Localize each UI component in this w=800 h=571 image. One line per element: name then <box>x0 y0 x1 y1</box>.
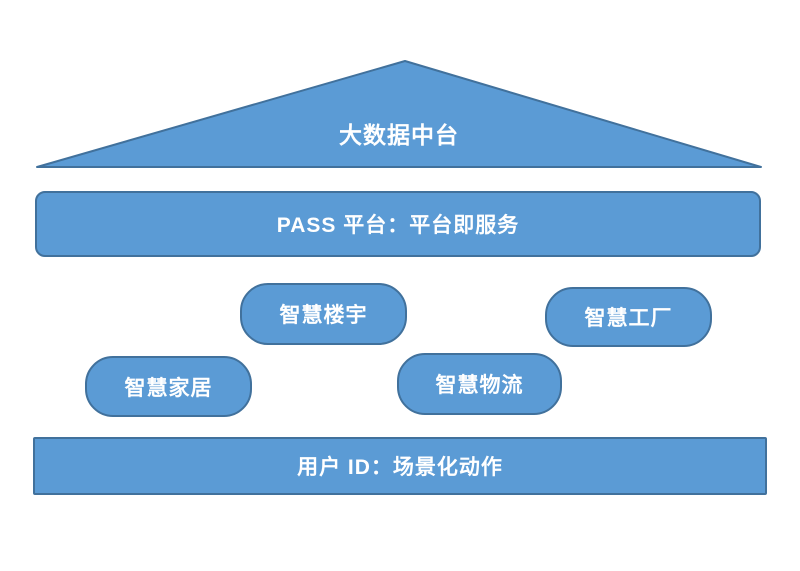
pill-smart-building: 智慧楼宇 <box>240 283 407 345</box>
pill-smart-logistics-label: 智慧物流 <box>435 374 524 397</box>
pill-smart-home: 智慧家居 <box>85 356 252 417</box>
platform-bar: PASS 平台：平台即服务 <box>35 191 761 257</box>
pill-smart-factory: 智慧工厂 <box>545 287 712 347</box>
roof-label: 大数据中台 <box>339 122 459 148</box>
platform-bar-label: PASS 平台：平台即服务 <box>276 214 520 237</box>
base-bar-label: 用户 ID：场景化动作 <box>297 456 503 479</box>
roof-triangle <box>36 60 762 168</box>
pill-smart-building-label: 智慧楼宇 <box>279 304 368 327</box>
base-bar: 用户 ID：场景化动作 <box>33 437 767 495</box>
pill-smart-factory-label: 智慧工厂 <box>584 307 673 330</box>
pill-smart-home-label: 智慧家居 <box>124 376 213 400</box>
pill-smart-logistics: 智慧物流 <box>397 353 562 415</box>
